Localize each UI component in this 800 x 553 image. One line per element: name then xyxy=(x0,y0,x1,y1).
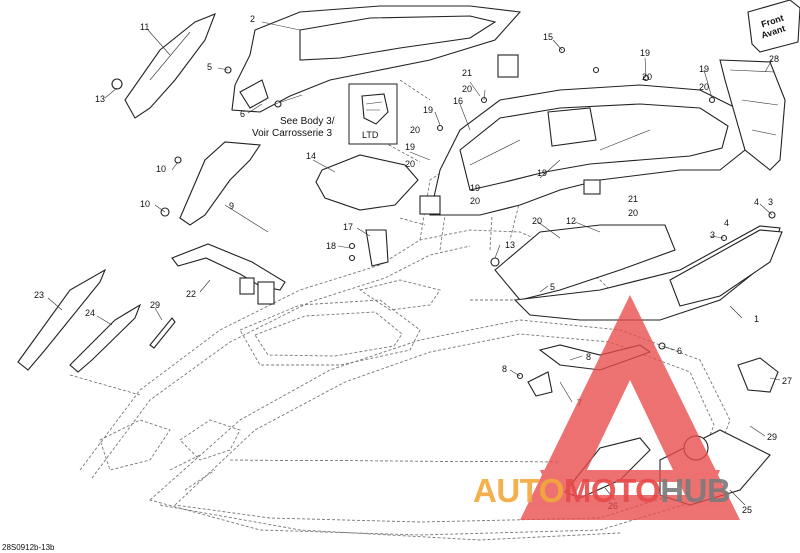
callout-20-h: 20 xyxy=(532,216,542,226)
part-gasket xyxy=(315,154,419,211)
part-front-panels xyxy=(490,224,783,321)
callout-4-a: 4 xyxy=(754,197,759,207)
callout-20-d: 20 xyxy=(405,159,415,169)
callout-19-c: 19 xyxy=(405,142,415,152)
callout-17: 17 xyxy=(343,222,353,232)
part-side-panel xyxy=(160,141,261,226)
callout-2: 2 xyxy=(250,14,255,24)
callout-5-a: 5 xyxy=(207,62,212,72)
callout-21-b: 21 xyxy=(628,194,638,204)
callout-10-a: 10 xyxy=(156,164,166,174)
callout-20-g: 20 xyxy=(628,208,638,218)
callout-5-b: 5 xyxy=(550,282,555,292)
callout-13-b: 13 xyxy=(505,240,515,250)
callout-15: 15 xyxy=(543,32,553,42)
callout-29-b: 29 xyxy=(767,432,777,442)
callout-6-a: 6 xyxy=(240,109,245,119)
callout-20-c: 20 xyxy=(410,125,420,135)
callout-10-b: 10 xyxy=(140,199,150,209)
callout-20-b: 20 xyxy=(462,84,472,94)
part-upper-deck-cover xyxy=(231,5,522,113)
callout-19-f: 19 xyxy=(537,168,547,178)
body-note-line1: See Body 3/ xyxy=(280,116,335,127)
callout-27: 27 xyxy=(782,376,792,386)
callout-19-b: 19 xyxy=(423,105,433,115)
callout-29-a: 29 xyxy=(150,300,160,310)
callout-20-f: 20 xyxy=(470,196,480,206)
part-support-bracket xyxy=(348,229,389,267)
callout-20-e: 20 xyxy=(699,82,709,92)
part-bracket xyxy=(171,243,286,305)
callout-4-b: 4 xyxy=(724,218,729,228)
callout-19-a: 19 xyxy=(640,48,650,58)
callout-25: 25 xyxy=(742,505,752,515)
part-main-deck-frame xyxy=(419,84,746,216)
callout-20-a: 20 xyxy=(642,72,652,82)
callout-18: 18 xyxy=(326,241,336,251)
body-note-line2: Voir Carrosserie 3 xyxy=(252,128,332,139)
callout-11: 11 xyxy=(140,22,149,32)
callout-19-d: 19 xyxy=(699,64,709,74)
callout-24: 24 xyxy=(85,308,95,318)
callout-23: 23 xyxy=(34,290,44,300)
watermark-triangle-icon xyxy=(520,295,740,520)
part-side-cowl xyxy=(111,13,216,119)
part-side-trims xyxy=(17,268,176,373)
part-handle xyxy=(737,357,779,393)
callout-12: 12 xyxy=(566,216,576,226)
watermark-brand: AUTOMOTOHUB xyxy=(473,472,730,509)
callout-8-b: 8 xyxy=(502,364,507,374)
callout-9: 9 xyxy=(229,201,234,211)
callout-8-a: 8 xyxy=(586,352,591,362)
callout-6-b: 6 xyxy=(677,346,682,356)
callout-22: 22 xyxy=(186,289,196,299)
callout-19-e: 19 xyxy=(470,183,480,193)
ltd-box: LTD xyxy=(348,83,398,145)
callout-3-b: 3 xyxy=(710,230,715,240)
part-front-bumper xyxy=(719,59,786,171)
callout-21-a: 21 xyxy=(462,68,472,78)
leader-lines xyxy=(47,21,781,506)
callout-16: 16 xyxy=(453,96,463,106)
ltd-label: LTD xyxy=(362,130,379,140)
front-direction-tag: Front Avant xyxy=(747,0,800,53)
callout-13-a: 13 xyxy=(95,94,105,104)
callout-14: 14 xyxy=(306,151,316,161)
watermark-logo xyxy=(520,295,740,520)
drawing-reference: 28S0912b-13b xyxy=(2,543,55,552)
callout-3-a: 3 xyxy=(768,197,773,207)
callout-28: 28 xyxy=(769,54,779,64)
callout-1: 1 xyxy=(754,314,759,324)
hull-outline xyxy=(79,159,731,541)
